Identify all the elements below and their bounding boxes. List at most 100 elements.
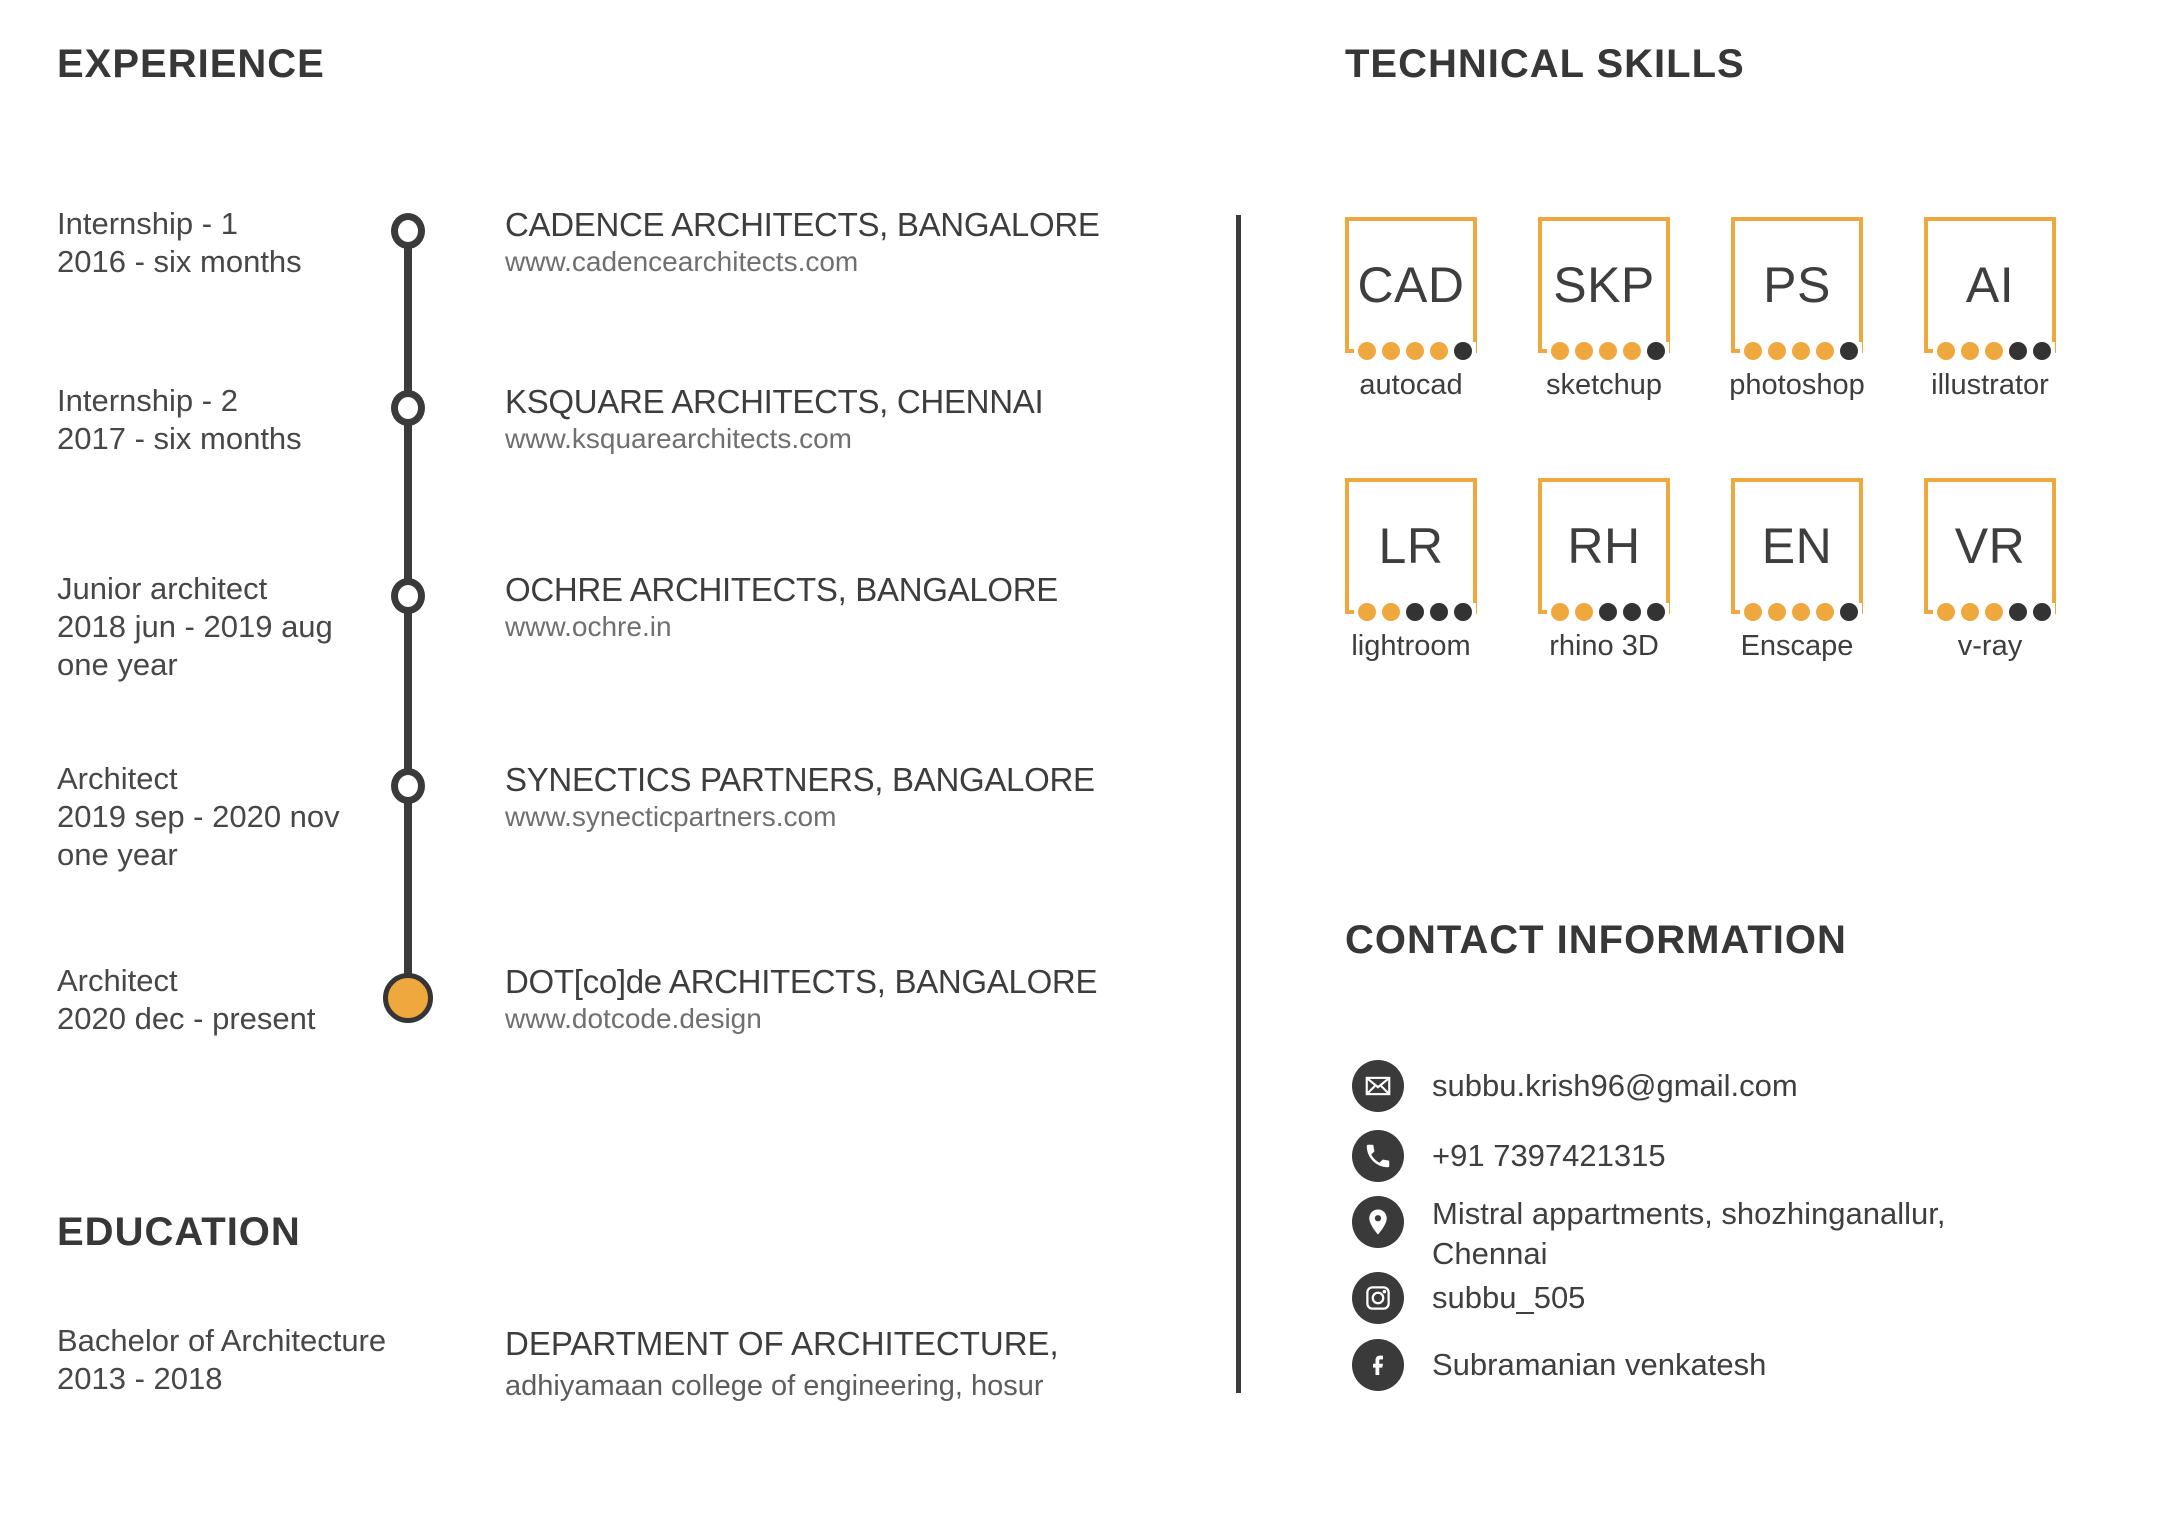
experience-heading: EXPERIENCE (57, 42, 325, 86)
timeline-line (404, 234, 412, 998)
skill-box: PS (1731, 217, 1863, 360)
skill-label: autocad (1359, 369, 1463, 401)
experience-duration: one year (57, 837, 178, 872)
education-period: 2013 - 2018 (57, 1361, 223, 1396)
rating-dot (1599, 342, 1617, 360)
rating-dot (1623, 603, 1641, 621)
skill-abbr: AI (1965, 257, 2015, 313)
rating-dot (1840, 342, 1858, 360)
skill-item: PS photoshop (1729, 217, 1866, 401)
email-icon (1352, 1060, 1404, 1112)
contact-text: subbu.krish96@gmail.com (1432, 1068, 1798, 1103)
skill-label: illustrator (1931, 369, 2049, 401)
skill-label: photoshop (1729, 369, 1865, 401)
location-icon (1352, 1196, 1404, 1248)
facebook-icon (1352, 1339, 1404, 1391)
skill-rating-dots (1933, 342, 2055, 360)
rating-dot (1792, 342, 1810, 360)
skill-rating-dots (1547, 342, 1669, 360)
skill-label: lightroom (1351, 630, 1471, 662)
skill-box: SKP (1538, 217, 1670, 360)
rating-dot (1792, 603, 1810, 621)
rating-dot (1985, 603, 2003, 621)
skill-item: SKP sketchup (1538, 217, 1673, 401)
company-website: www.cadencearchitects.com (505, 246, 859, 277)
rating-dot (1406, 603, 1424, 621)
contact-heading: CONTACT INFORMATION (1345, 918, 1847, 962)
column-divider (1236, 215, 1241, 1393)
experience-period: 2020 dec - present (57, 1001, 316, 1036)
skill-box: AI (1924, 217, 2056, 360)
education-heading: EDUCATION (57, 1210, 301, 1254)
rating-dot (1744, 603, 1762, 621)
rating-dot (1358, 603, 1376, 621)
experience-period: 2016 - six months (57, 244, 302, 279)
timeline-marker (383, 973, 433, 1023)
timeline-marker (391, 213, 425, 249)
rating-dot (1816, 603, 1834, 621)
skill-box: LR (1345, 478, 1477, 621)
rating-dot (2009, 603, 2027, 621)
rating-dot (1454, 342, 1472, 360)
skill-rating-dots (1354, 603, 1476, 621)
contact-row: Mistral appartments, shozhinganallur, Ch… (1352, 1196, 2012, 1274)
rating-dot (1406, 342, 1424, 360)
experience-duration: one year (57, 647, 178, 682)
education-school-block: DEPARTMENT OF ARCHITECTURE, adhiyamaan c… (505, 1322, 1225, 1406)
skill-label: sketchup (1545, 369, 1663, 401)
education-degree-block: Bachelor of Architecture 2013 - 2018 (57, 1322, 437, 1398)
skill-rating-dots (1354, 342, 1476, 360)
skills-heading: TECHNICAL SKILLS (1345, 42, 1745, 86)
contact-text: subbu_505 (1432, 1280, 1586, 1315)
instagram-icon (1352, 1272, 1404, 1324)
experience-role: Internship - 1 (57, 206, 238, 241)
company-website: www.ochre.in (505, 611, 672, 642)
skill-label: v-ray (1957, 630, 2023, 662)
rating-dot (2033, 342, 2051, 360)
rating-dot (1816, 342, 1834, 360)
skill-abbr: PS (1763, 257, 1831, 313)
timeline-marker (391, 578, 425, 614)
skill-box: EN (1731, 478, 1863, 621)
rating-dot (1647, 603, 1665, 621)
skill-rating-dots (1740, 342, 1862, 360)
contact-row: subbu_505 (1352, 1272, 1585, 1324)
experience-period: 2017 - six months (57, 421, 302, 456)
education-entry: Bachelor of Architecture 2013 - 2018 DEP… (0, 1322, 1230, 1452)
skill-abbr: LR (1378, 518, 1444, 574)
rating-dot (1961, 603, 1979, 621)
rating-dot (1744, 342, 1762, 360)
education-degree: Bachelor of Architecture (57, 1323, 387, 1358)
rating-dot (1454, 603, 1472, 621)
rating-dot (1937, 342, 1955, 360)
rating-dot (1840, 603, 1858, 621)
skill-rating-dots (1933, 603, 2055, 621)
experience-role: Architect (57, 761, 178, 796)
rating-dot (1768, 342, 1786, 360)
rating-dot (1551, 603, 1569, 621)
company-name: OCHRE ARCHITECTS, BANGALORE (505, 571, 1058, 608)
skill-abbr: EN (1761, 518, 1833, 574)
company-website: www.ksquarearchitects.com (505, 423, 853, 454)
rating-dot (1623, 342, 1641, 360)
rating-dot (1358, 342, 1376, 360)
company-website: www.dotcode.design (505, 1003, 762, 1034)
contact-text: Mistral appartments, shozhinganallur, Ch… (1432, 1196, 1946, 1271)
